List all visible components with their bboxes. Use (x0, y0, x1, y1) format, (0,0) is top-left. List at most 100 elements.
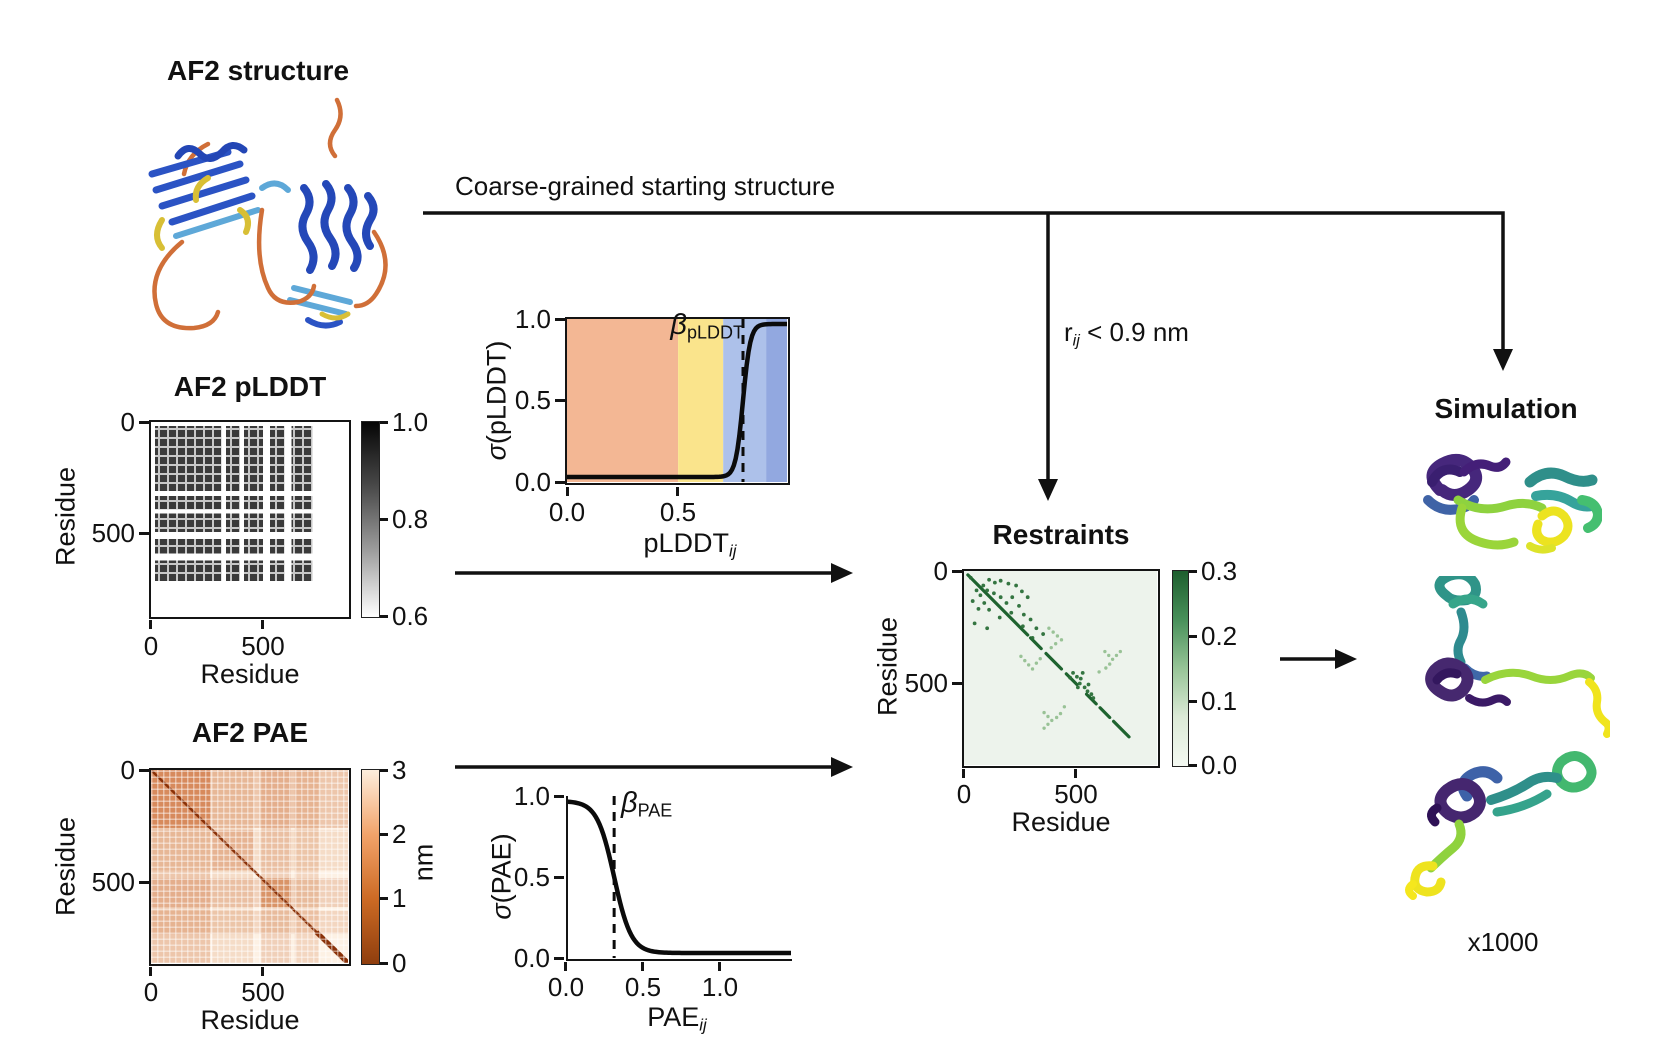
plddt-sig-xtick-label-0: 0.0 (548, 497, 586, 527)
restraints-cbar-tick-02 (1189, 635, 1197, 638)
plddt-sig-ytick-05 (555, 399, 565, 402)
restraints-xtick-0 (962, 769, 965, 778)
plddt-sig-xtick-label-05: 0.5 (659, 497, 697, 527)
arrowhead-right-plddt (831, 563, 853, 583)
pae-xaxis-label: Residue (200, 1005, 300, 1035)
pae-colorbar (361, 769, 380, 965)
pae-ytick-500 (139, 881, 149, 884)
restraints-xtick-label-500: 500 (1054, 779, 1098, 809)
plddt-ytick-label-0: 0 (120, 407, 135, 437)
restraints-xtick-label-0: 0 (956, 779, 972, 809)
pae-cbar-label-3: 3 (392, 755, 407, 785)
pae-cbar-tick-1 (380, 897, 388, 900)
pae-sig-xtick-label-05: 0.5 (624, 972, 662, 1002)
pae-sig-ytick-0 (554, 957, 564, 960)
simulation-title: Simulation (1434, 393, 1578, 424)
plddt-cbar-label-1: 1.0 (392, 407, 429, 437)
pae-beta-label: βPAE (621, 787, 673, 821)
pae-sigmoid-svg (568, 796, 791, 958)
arrowhead-down-simulation (1493, 349, 1513, 371)
plddt-heatmap-frame (149, 420, 351, 619)
restraints-cbar-label-01: 0.1 (1201, 686, 1238, 716)
restraints-ytick-label-0: 0 (933, 556, 948, 586)
af2-structure-image (148, 97, 388, 331)
plddt-sig-ytick-label-1: 1.0 (514, 304, 551, 334)
pae-cbar-label-2: 2 (392, 819, 407, 849)
plddt-cbar-label-08: 0.8 (392, 504, 429, 534)
af2-structure-title: AF2 structure (166, 55, 350, 86)
simulation-structure-3 (1405, 751, 1597, 900)
plddt-cbar-label-06: 0.6 (392, 601, 429, 631)
pae-cbar-label-0: 0 (392, 948, 407, 978)
pae-cbar-label-1: 1 (392, 883, 407, 913)
plddt-sigmoid-frame (565, 317, 790, 485)
plddt-sig-xtick-05 (676, 487, 679, 496)
restraints-xtick-500 (1074, 769, 1077, 778)
coarse-grained-label: Coarse-grained starting structure (454, 171, 836, 201)
restraints-cbar-label-0: 0.0 (1201, 750, 1238, 780)
pae-heatmap-svg (151, 770, 348, 963)
plddt-cbar-tick-bot (380, 615, 388, 618)
pae-sig-xtick-label-1: 1.0 (701, 972, 739, 1002)
plddt-sigmoid-svg (567, 319, 787, 482)
restraints-xaxis-label: Residue (1011, 807, 1111, 837)
pae-xtick-500 (261, 967, 264, 976)
arrowhead-right-restraints (1335, 649, 1357, 669)
restraints-colorbar (1172, 570, 1189, 767)
pae-sig-xtick-1 (718, 962, 721, 971)
pae-sig-xtick-05 (641, 962, 644, 971)
plddt-map-title: AF2 pLDDT (173, 371, 327, 402)
plddt-heatmap-canvas (151, 422, 349, 617)
restraints-cbar-tick-03 (1189, 570, 1197, 573)
pae-xtick-0 (149, 967, 152, 976)
pae-map-title: AF2 PAE (191, 717, 309, 748)
restraints-ytick-0 (952, 570, 962, 573)
plddt-xtick-500 (261, 620, 264, 629)
restraints-ytick-label-500: 500 (904, 668, 948, 698)
restraints-title: Restraints (992, 519, 1130, 550)
simulation-structure-1 (1423, 453, 1602, 554)
restraints-ytick-500 (952, 682, 962, 685)
pae-yaxis-label: Residue (50, 816, 81, 917)
pae-sig-yaxis-label: σ(PAE) (486, 833, 517, 920)
pae-sigmoid-frame (566, 796, 792, 961)
plddt-cbar-tick-mid (380, 518, 388, 521)
restraints-cbar-tick-0 (1189, 764, 1197, 767)
pae-ytick-label-0: 0 (120, 755, 135, 785)
restraint-condition-label: rij < 0.9 nm (1064, 317, 1189, 350)
plddt-colorbar (361, 421, 380, 618)
restraints-svg (964, 571, 1157, 765)
pae-sig-ytick-label-05: 0.5 (513, 862, 550, 892)
plddt-xtick-0 (149, 620, 152, 629)
plddt-sig-yaxis-label: σ(pLDDT) (481, 340, 512, 461)
pae-sig-xaxis-label: PAEij (647, 1002, 707, 1035)
plddt-sig-xaxis-label: pLDDTij (643, 528, 737, 561)
restraints-cbar-label-02: 0.2 (1201, 621, 1238, 651)
pae-cbar-tick-3 (380, 769, 388, 772)
plddt-sig-xtick-0 (566, 487, 569, 496)
pae-heatmap-frame (149, 768, 351, 966)
pae-sig-ytick-05 (554, 876, 564, 879)
pae-cbar-tick-0 (380, 962, 388, 965)
plddt-sig-ytick-label-0: 0.0 (514, 467, 551, 497)
plddt-ytick-label-500: 500 (91, 518, 135, 548)
restraints-yaxis-label: Residue (872, 616, 903, 717)
plddt-sig-ytick-1 (555, 318, 565, 321)
pae-ytick-label-500: 500 (91, 867, 135, 897)
restraints-heatmap-frame (962, 569, 1160, 768)
pae-sig-xtick-0 (564, 962, 567, 971)
pae-sig-ytick-1 (554, 795, 564, 798)
pae-cbar-unit-label: nm (408, 843, 439, 882)
pae-cbar-tick-2 (380, 833, 388, 836)
restraints-cbar-label-03: 0.3 (1201, 556, 1238, 586)
plddt-xtick-label-0: 0 (143, 631, 159, 661)
pae-sig-ytick-label-1: 1.0 (513, 781, 550, 811)
plddt-beta-label: βpLDDT (670, 309, 744, 343)
pae-ytick-0 (139, 769, 149, 772)
simulation-structure-2 (1425, 576, 1610, 738)
plddt-sig-ytick-label-05: 0.5 (514, 385, 551, 415)
pae-xtick-label-500: 500 (241, 977, 285, 1007)
simulation-copies-label: x1000 (1467, 927, 1539, 957)
